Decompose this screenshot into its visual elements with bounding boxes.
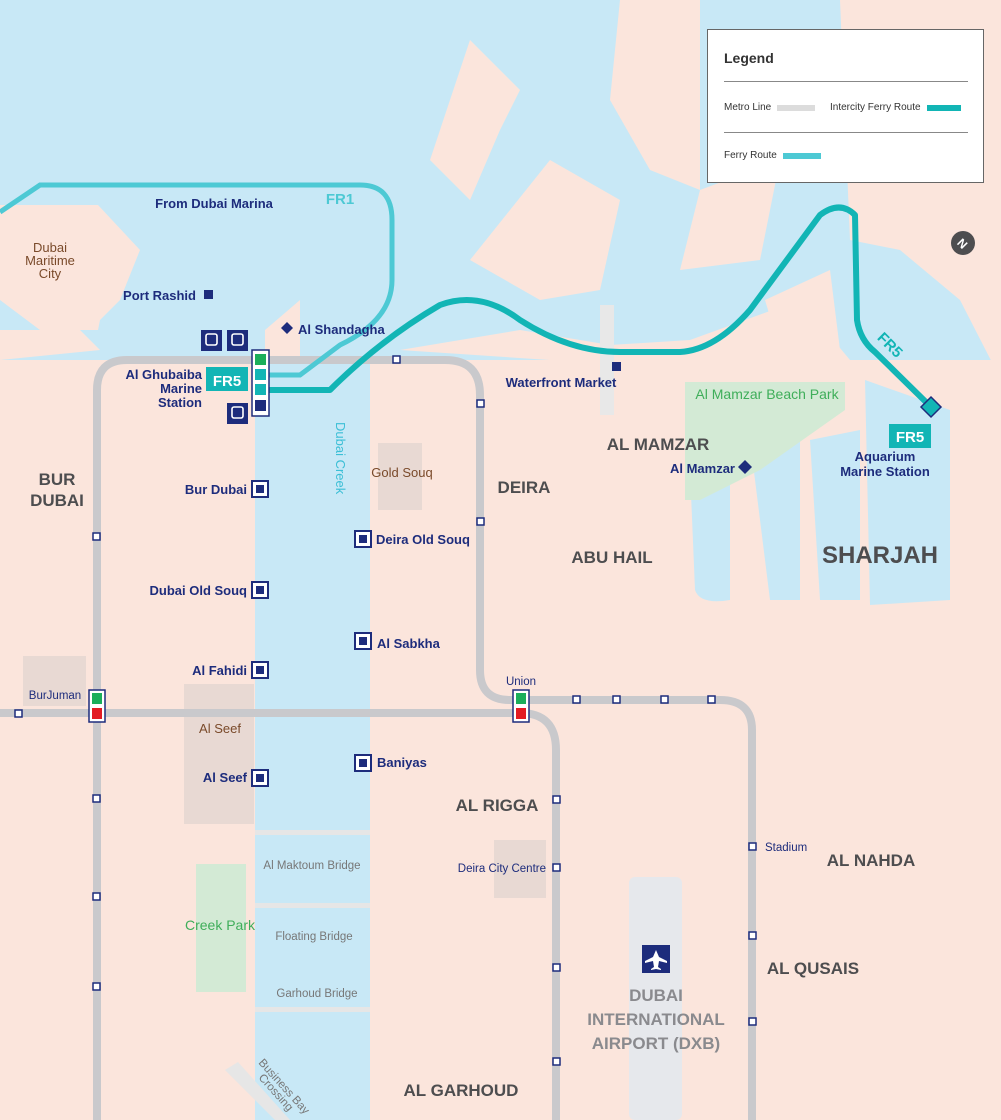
legend-metro: Metro Line [724, 102, 816, 113]
beach-park-label: Al Mamzar Beach Park [695, 386, 839, 402]
al-seef-area [184, 684, 254, 824]
fr1-label: FR1 [326, 191, 354, 208]
al-mamzar-label: Al Mamzar [670, 461, 735, 476]
baniyas-label: Baniyas [377, 755, 427, 770]
creek-park [196, 864, 246, 992]
legend-title: Legend [724, 50, 774, 66]
airport-label-1: DUBAI [629, 986, 683, 1005]
al-seef-area-label: Al Seef [199, 721, 241, 736]
al-sabkha-label: Al Sabkha [377, 636, 441, 651]
union-interchange [512, 689, 530, 723]
bridges [225, 305, 614, 1120]
north-arrow-icon: N [951, 231, 975, 255]
al-ghubaiba-label-3: Station [158, 395, 202, 410]
burjuman-area [23, 656, 86, 706]
legend-ferry: Ferry Route [724, 150, 821, 161]
stadium-label: Stadium [765, 842, 807, 854]
airport-runway [629, 877, 682, 1120]
district-deira: DEIRA [498, 478, 551, 497]
district-al-rigga: AL RIGGA [456, 796, 539, 815]
creek-park-label: Creek Park [185, 917, 256, 933]
deira-city-centre-label: Deira City Centre [458, 863, 546, 875]
deira-city-centre-area [494, 840, 546, 898]
district-al-nahda: AL NAHDA [827, 851, 915, 870]
garhoud-bridge-label: Garhoud Bridge [276, 988, 357, 1000]
abra-station-fill [204, 290, 752, 782]
aquarium-label-1: Aquarium [855, 449, 916, 464]
from-dubai-marina: From Dubai Marina [155, 196, 274, 211]
dubai-creek-label: Dubai Creek [333, 422, 348, 495]
district-bur-dubai-2: DUBAI [30, 491, 84, 510]
legend-ferry-label: Ferry Route [724, 150, 777, 161]
maritime-city-3: City [39, 266, 62, 281]
al-ghubaiba-hub [251, 349, 270, 417]
floating-bridge-label: Floating Bridge [275, 931, 352, 943]
fr5-badge-text-aquarium: FR5 [896, 429, 924, 446]
district-al-qusais: AL QUSAIS [767, 959, 859, 978]
legend-intercity-label: Intercity Ferry Route [830, 102, 921, 113]
al-shandagha-label: Al Shandagha [298, 322, 385, 337]
maktoum-bridge-label: Al Maktoum Bridge [263, 860, 360, 872]
fr1-route [0, 182, 395, 378]
district-al-mamzar: AL MAMZAR [607, 435, 710, 454]
burjuman-label: BurJuman [29, 690, 81, 702]
mamzar-beach-park [685, 382, 845, 500]
waterfront-market-label: Waterfront Market [506, 375, 617, 390]
union-label: Union [506, 676, 536, 688]
fr5-route [262, 204, 934, 410]
port-rashid-label: Port Rashid [123, 288, 196, 303]
aquarium-marker [919, 395, 943, 419]
airport-icon [642, 945, 670, 973]
burjuman-interchange [88, 689, 106, 723]
legend-metro-label: Metro Line [724, 102, 772, 113]
al-seef-label: Al Seef [203, 770, 248, 785]
district-al-garhoud: AL GARHOUD [404, 1081, 519, 1100]
legend-intercity: Intercity Ferry Route [830, 102, 961, 113]
legend-metro-swatch [777, 104, 816, 111]
legend-intercity-swatch [926, 104, 961, 111]
district-sharjah: SHARJAH [822, 542, 938, 569]
district-abu-hail: ABU HAIL [571, 548, 652, 567]
metro-station-markers [14, 355, 757, 1066]
bus-icon [201, 330, 248, 424]
aquarium-label-2: Marine Station [840, 464, 930, 479]
dubai-old-souq-label: Dubai Old Souq [150, 583, 248, 598]
district-bur-dubai-1: BUR [39, 470, 76, 489]
gold-souq-area [378, 443, 422, 510]
al-ghubaiba-label-2: Marine [160, 381, 202, 396]
al-fahidi-label: Al Fahidi [192, 663, 247, 678]
maritime-city-2: Maritime [25, 253, 75, 268]
legend-divider [724, 81, 968, 82]
airport-label-2: INTERNATIONAL [587, 1010, 725, 1029]
airport-label-3: AIRPORT (DXB) [592, 1034, 720, 1053]
fr5-badge-ghubaiba [206, 367, 248, 391]
deira-old-souq-label: Deira Old Souq [376, 532, 470, 547]
bur-dubai-label: Bur Dubai [185, 482, 247, 497]
fr5-badge-text-ghubaiba: FR5 [213, 373, 241, 390]
gold-souq-label: Gold Souq [371, 465, 432, 480]
legend-divider-2 [724, 132, 968, 133]
legend: Legend Metro Line Intercity Ferry Route … [707, 29, 984, 183]
al-ghubaiba-label-1: Al Ghubaiba [125, 367, 202, 382]
maritime-city-1: Dubai [33, 240, 67, 255]
fr5-badge-aquarium [889, 424, 931, 448]
legend-ferry-swatch [782, 152, 821, 159]
